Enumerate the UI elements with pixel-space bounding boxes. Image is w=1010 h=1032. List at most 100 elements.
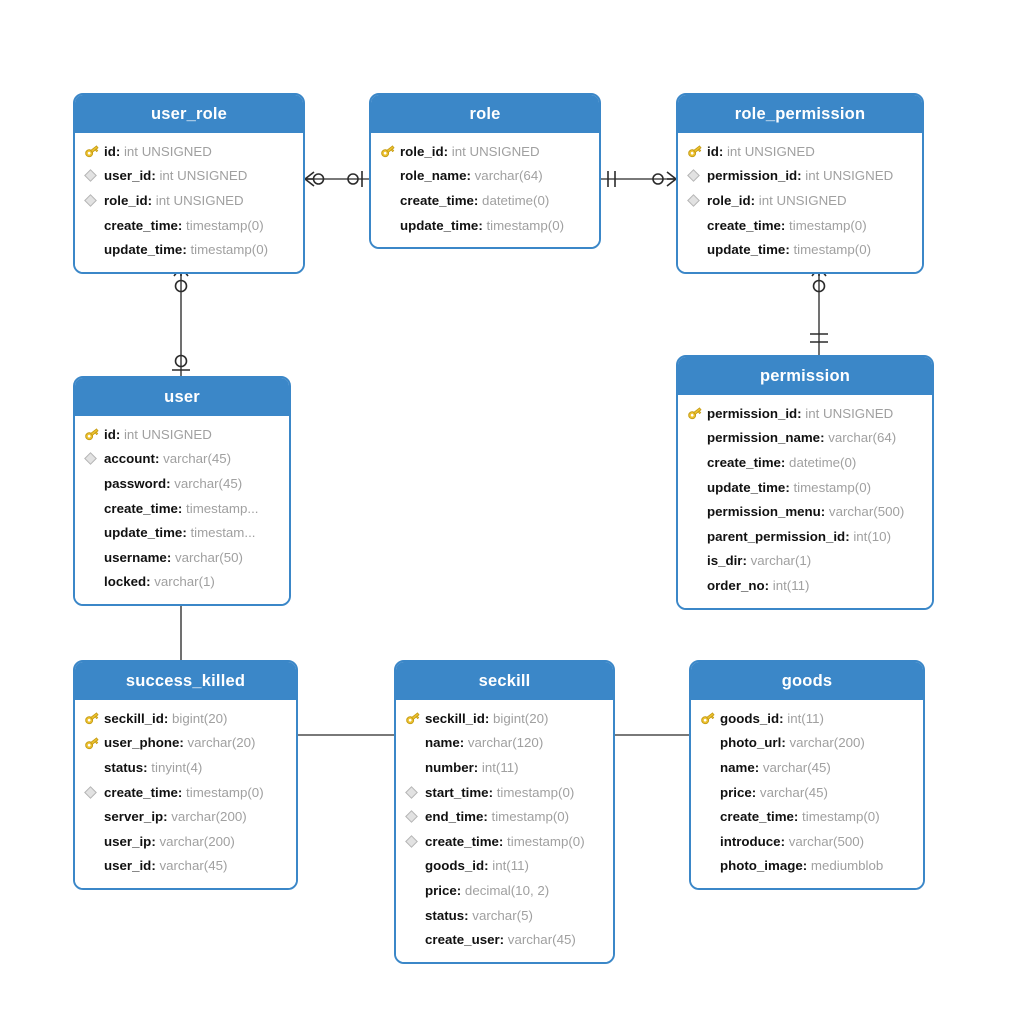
attribute-row[interactable]: update_time: timestam...: [75, 520, 289, 545]
attribute-row[interactable]: permission_id: int UNSIGNED: [678, 401, 932, 426]
attribute-type: int UNSIGNED: [159, 168, 248, 184]
attribute-type: int(10): [853, 528, 892, 544]
attribute-row[interactable]: user_id: varchar(45): [75, 854, 296, 879]
primary-key-icon: [687, 406, 707, 420]
attribute-row[interactable]: username: varchar(50): [75, 545, 289, 570]
attribute-row[interactable]: parent_permission_id: int(10): [678, 524, 932, 549]
relationship-user_role-role[interactable]: [304, 171, 369, 187]
attribute-icon-none: [84, 475, 104, 491]
attribute-icon-none: [380, 192, 400, 208]
attribute-row[interactable]: create_time: datetime(0): [371, 188, 599, 213]
attribute-icon-none: [84, 759, 104, 775]
attribute-row[interactable]: update_time: timestamp(0): [678, 475, 932, 500]
attribute-row[interactable]: photo_url: varchar(200): [691, 731, 923, 756]
attribute-name: user_ip: [104, 833, 152, 849]
attribute-separator: :: [143, 759, 152, 775]
attribute-row[interactable]: seckill_id: bigint(20): [396, 706, 613, 731]
attribute-name: role_id: [400, 143, 444, 159]
attribute-row[interactable]: id: int UNSIGNED: [678, 139, 922, 164]
attribute-type: varchar(45): [762, 759, 831, 775]
attribute-row[interactable]: is_dir: varchar(1): [678, 549, 932, 574]
relationship-user_role-user[interactable]: [172, 266, 190, 376]
attribute-row[interactable]: seckill_id: bigint(20): [75, 706, 296, 731]
attribute-row[interactable]: price: varchar(45): [691, 780, 923, 805]
attribute-separator: :: [488, 784, 497, 800]
attribute-type: varchar(20): [187, 735, 256, 751]
attribute-name: id: [707, 143, 719, 159]
foreign-key-diamond-icon: [405, 834, 425, 848]
attribute-name: update_time: [104, 242, 183, 258]
attribute-type: int UNSIGNED: [758, 192, 847, 208]
attribute-row[interactable]: create_time: timestamp(0): [678, 213, 922, 238]
relationship-role-role_permission[interactable]: [601, 171, 677, 187]
attribute-name: role_name: [400, 168, 467, 184]
attribute-row[interactable]: create_time: timestamp...: [75, 496, 289, 521]
attribute-type: bigint(20): [172, 710, 228, 726]
attribute-type: varchar(45): [507, 932, 576, 948]
attribute-row[interactable]: user_ip: varchar(200): [75, 829, 296, 854]
attribute-row[interactable]: update_time: timestamp(0): [678, 237, 922, 262]
attribute-row[interactable]: create_time: timestamp(0): [75, 213, 303, 238]
attribute-row[interactable]: id: int UNSIGNED: [75, 422, 289, 447]
attribute-name: end_time: [425, 809, 484, 825]
attribute-row[interactable]: role_id: int UNSIGNED: [75, 188, 303, 213]
attribute-icon-none: [700, 784, 720, 800]
attribute-separator: :: [177, 217, 187, 233]
attribute-icon-none: [687, 217, 707, 233]
attribute-row[interactable]: update_time: timestamp(0): [371, 213, 599, 238]
attribute-icon-none: [380, 168, 400, 184]
attribute-row[interactable]: role_id: int UNSIGNED: [371, 139, 599, 164]
attribute-row[interactable]: permission_menu: varchar(500): [678, 499, 932, 524]
attribute-row[interactable]: permission_name: varchar(64): [678, 426, 932, 451]
relationship-role_permission-permission[interactable]: [810, 266, 828, 355]
attribute-row[interactable]: name: varchar(45): [691, 755, 923, 780]
attribute-type: varchar(64): [474, 168, 543, 184]
attribute-row[interactable]: account: varchar(45): [75, 447, 289, 472]
attribute-type: timestamp(0): [496, 784, 575, 800]
attribute-row[interactable]: server_ip: varchar(200): [75, 804, 296, 829]
attribute-row[interactable]: id: int UNSIGNED: [75, 139, 303, 164]
attribute-row[interactable]: role_id: int UNSIGNED: [678, 188, 922, 213]
attribute-row[interactable]: photo_image: mediumblob: [691, 854, 923, 879]
attribute-row[interactable]: password: varchar(45): [75, 471, 289, 496]
attribute-row[interactable]: create_time: timestamp(0): [75, 780, 296, 805]
attribute-row[interactable]: status: tinyint(4): [75, 755, 296, 780]
attribute-row[interactable]: start_time: timestamp(0): [396, 780, 613, 805]
attribute-type: int UNSIGNED: [123, 426, 212, 442]
attribute-row[interactable]: number: int(11): [396, 755, 613, 780]
attribute-separator: :: [785, 479, 794, 495]
attribute-separator: :: [779, 710, 788, 726]
attribute-row[interactable]: locked: varchar(1): [75, 570, 289, 595]
attribute-separator: :: [802, 858, 811, 874]
attribute-row[interactable]: end_time: timestamp(0): [396, 804, 613, 829]
attribute-row[interactable]: create_time: timestamp(0): [396, 829, 613, 854]
attribute-name: permission_menu: [707, 504, 821, 520]
attribute-row[interactable]: create_user: varchar(45): [396, 927, 613, 952]
attribute-row[interactable]: create_time: datetime(0): [678, 450, 932, 475]
attribute-row[interactable]: price: decimal(10, 2): [396, 878, 613, 903]
attribute-row[interactable]: goods_id: int(11): [396, 854, 613, 879]
attribute-row[interactable]: goods_id: int(11): [691, 706, 923, 731]
attribute-row[interactable]: user_id: int UNSIGNED: [75, 164, 303, 189]
attribute-row[interactable]: role_name: varchar(64): [371, 164, 599, 189]
attribute-row[interactable]: create_time: timestamp(0): [691, 804, 923, 829]
attribute-name: seckill_id: [425, 710, 485, 726]
attribute-row[interactable]: update_time: timestamp(0): [75, 237, 303, 262]
attribute-row[interactable]: order_no: int(11): [678, 573, 932, 598]
entity-title-success_killed: success_killed: [75, 662, 296, 700]
attribute-row[interactable]: name: varchar(120): [396, 731, 613, 756]
attribute-row[interactable]: introduce: varchar(500): [691, 829, 923, 854]
attribute-icon-none: [84, 525, 104, 541]
attribute-row[interactable]: status: varchar(5): [396, 903, 613, 928]
attribute-row[interactable]: permission_id: int UNSIGNED: [678, 164, 922, 189]
foreign-key-diamond-icon: [84, 785, 104, 799]
attribute-row[interactable]: user_phone: varchar(20): [75, 731, 296, 756]
